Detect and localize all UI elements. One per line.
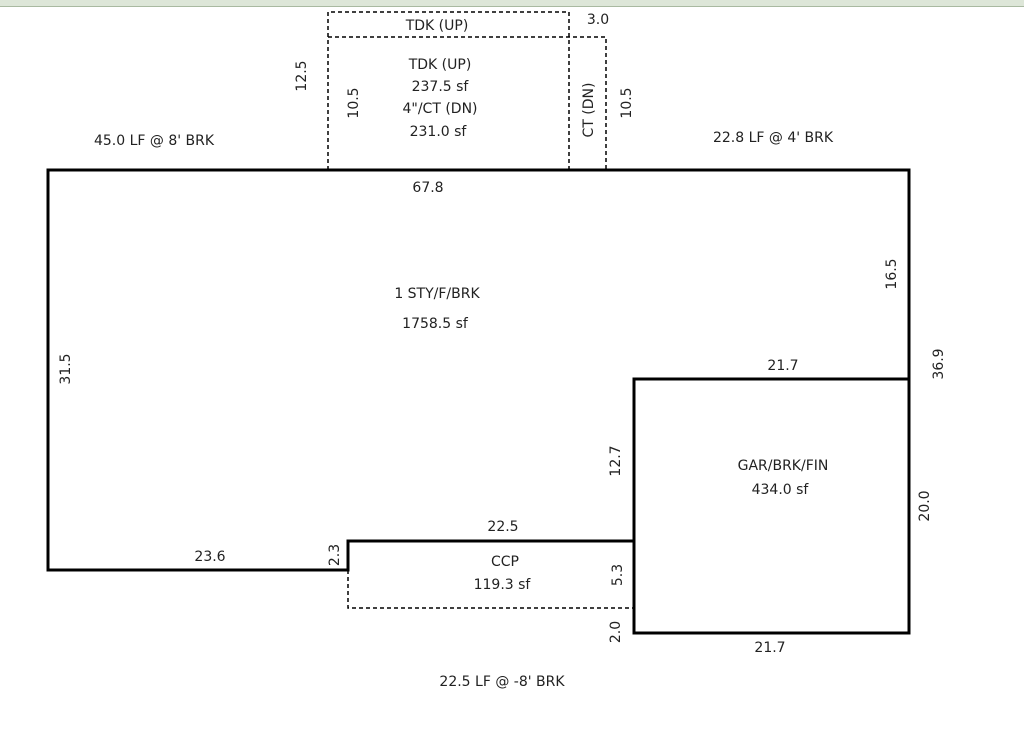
dim-10-5-right: 10.5 <box>619 87 635 118</box>
brick-note-bottom: 22.5 LF @ -8' BRK <box>439 674 565 690</box>
dim-garage-step: 2.0 <box>608 621 624 643</box>
main-house-outline <box>46 168 911 635</box>
dim-right-upper: 16.5 <box>884 258 900 289</box>
dim-top-wall: 67.8 <box>412 180 443 196</box>
deck-outer-label: TDK (UP) <box>405 18 469 34</box>
deck-sub-area: 231.0 sf <box>410 124 468 140</box>
ct-dn-label: CT (DN) <box>581 83 597 138</box>
dim-garage-top: 21.7 <box>767 358 798 374</box>
garage-name: GAR/BRK/FIN <box>738 458 829 474</box>
deck-name: TDK (UP) <box>408 57 472 73</box>
deck-area: 237.5 sf <box>412 79 470 95</box>
dim-step: 2.3 <box>327 544 343 566</box>
dim-garage-bottom: 21.7 <box>754 640 785 656</box>
dim-12-5: 12.5 <box>294 60 310 91</box>
porch-name: CCP <box>491 554 519 570</box>
dim-right-total: 36.9 <box>931 348 947 379</box>
dim-garage-left: 12.7 <box>608 445 624 476</box>
window-top-border <box>0 0 1024 7</box>
main-area-name: 1 STY/F/BRK <box>394 286 480 302</box>
deck-inner-line <box>328 36 607 170</box>
dim-10-5-left: 10.5 <box>346 87 362 118</box>
dim-left-wall: 31.5 <box>58 353 74 384</box>
garage-area: 434.0 sf <box>752 482 810 498</box>
brick-note-right: 22.8 LF @ 4' BRK <box>713 130 834 146</box>
porch-area: 119.3 sf <box>474 577 532 593</box>
dim-porch-side: 5.3 <box>610 564 626 586</box>
garage-wall <box>632 377 909 541</box>
dim-garage-right: 20.0 <box>917 490 933 521</box>
dim-porch-top: 22.5 <box>487 519 518 535</box>
main-area-value: 1758.5 sf <box>402 316 469 332</box>
dim-3-0: 3.0 <box>587 12 609 28</box>
brick-note-left: 45.0 LF @ 8' BRK <box>94 133 215 149</box>
porch-outline <box>347 570 634 609</box>
dim-bottom-left: 23.6 <box>194 549 225 565</box>
deck-outer-outline <box>327 11 570 170</box>
deck-sub-name: 4"/CT (DN) <box>402 101 477 117</box>
